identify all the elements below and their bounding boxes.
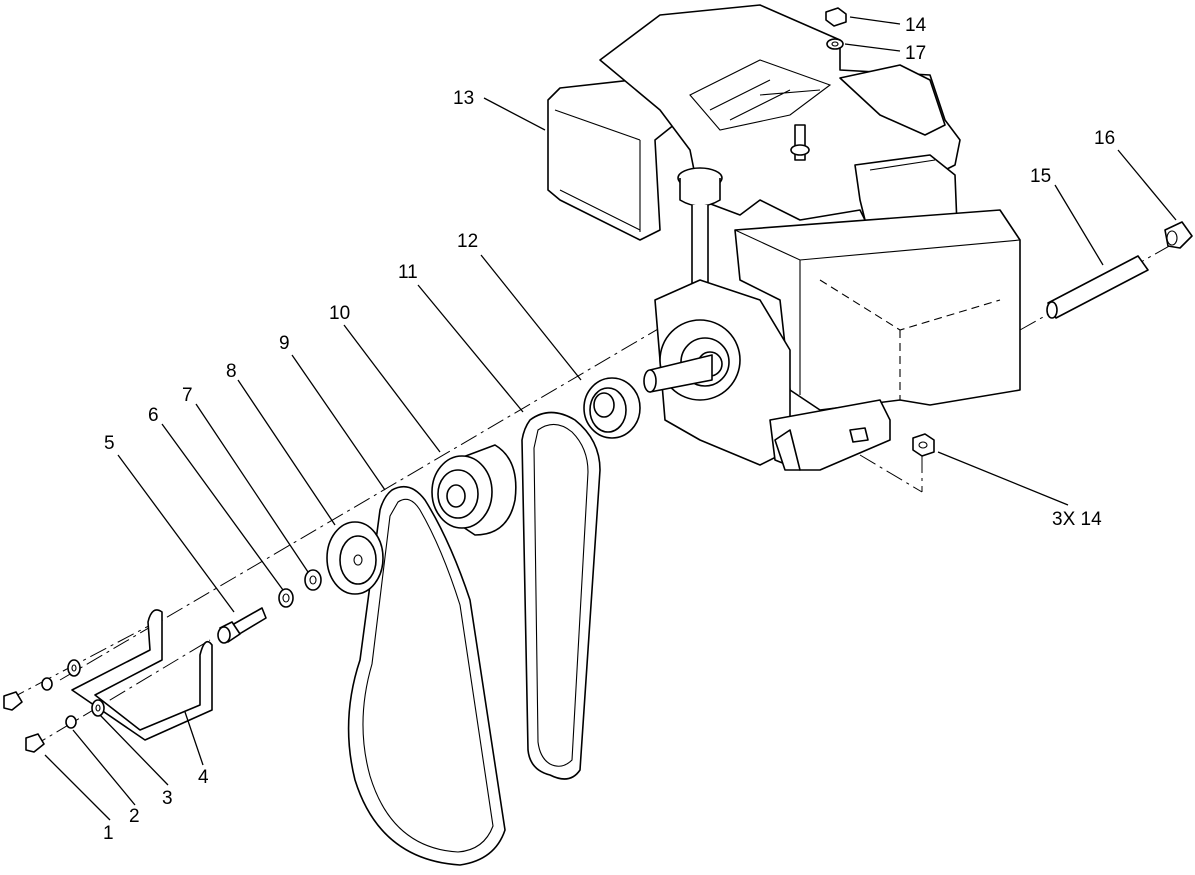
top-nut-and-washer bbox=[825, 7, 847, 50]
callout-labels: 1 2 3 4 5 6 7 8 9 10 11 12 13 14 15 16 1… bbox=[103, 15, 1115, 844]
engine-pulley bbox=[583, 377, 641, 439]
callout-17: 17 bbox=[905, 43, 926, 64]
callout-3: 3 bbox=[162, 788, 173, 809]
callout-5: 5 bbox=[104, 433, 115, 454]
callout-9: 9 bbox=[279, 333, 290, 354]
idler-pulley bbox=[326, 521, 384, 595]
callout-2: 2 bbox=[129, 806, 140, 827]
callout-7: 7 bbox=[182, 385, 193, 406]
base-nut bbox=[912, 433, 935, 457]
callout-13: 13 bbox=[453, 88, 474, 109]
drive-belt-small bbox=[521, 411, 601, 780]
washers-6-7 bbox=[278, 569, 322, 608]
callout-11: 11 bbox=[398, 262, 418, 283]
callout-14: 14 bbox=[905, 15, 927, 36]
drive-belt-large bbox=[347, 485, 506, 866]
callout-1: 1 bbox=[103, 823, 114, 844]
callout-4: 4 bbox=[198, 767, 209, 788]
callout-15: 15 bbox=[1030, 166, 1051, 187]
bolt-5 bbox=[217, 607, 267, 644]
callout-12: 12 bbox=[457, 231, 478, 252]
bracket-4 bbox=[71, 609, 213, 741]
fastener-set-lower bbox=[25, 699, 105, 753]
callout-8: 8 bbox=[226, 361, 237, 382]
engine-assembly bbox=[547, 4, 1021, 471]
callout-6: 6 bbox=[148, 405, 159, 426]
large-pulley bbox=[431, 444, 517, 536]
leader-lines bbox=[44, 16, 1177, 821]
fastener-set-upper bbox=[3, 659, 81, 711]
callout-10: 10 bbox=[329, 303, 350, 324]
callout-16: 16 bbox=[1094, 128, 1115, 149]
callout-3x14: 3X 14 bbox=[1052, 509, 1102, 530]
shaft-and-coupler bbox=[1046, 221, 1193, 319]
